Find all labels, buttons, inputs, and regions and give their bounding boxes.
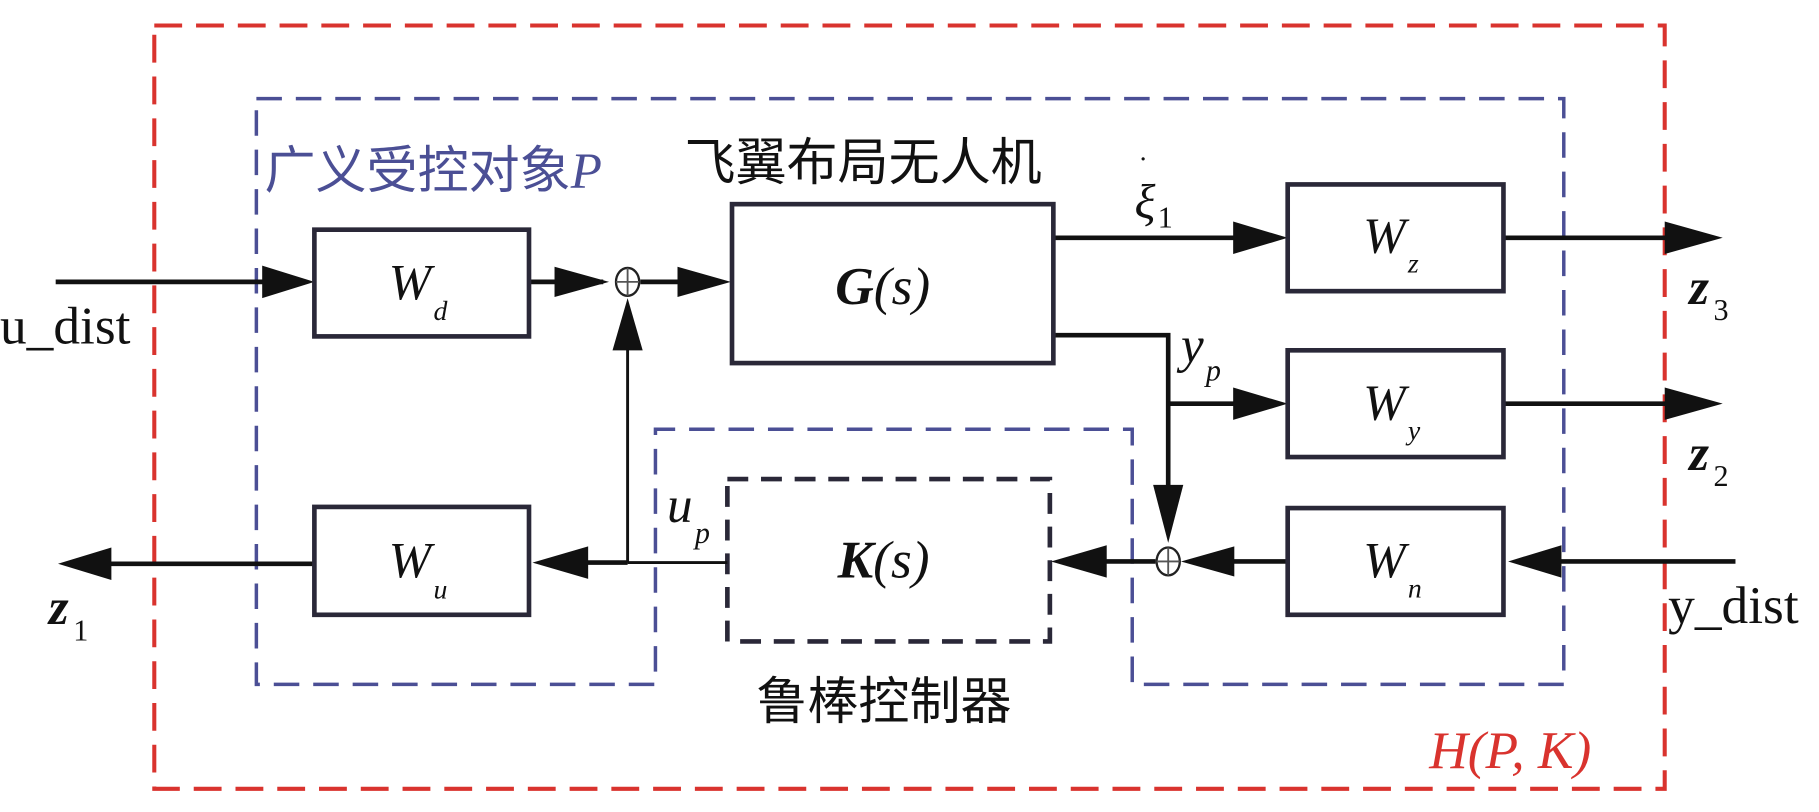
wy-label: W [1363, 376, 1410, 432]
k-label: K [837, 530, 877, 590]
svg-text:Wy: Wy [1363, 376, 1421, 447]
arrow-z3 [1664, 221, 1723, 255]
svg-text:z1: z1 [47, 580, 89, 647]
arrow-into-wz [1233, 221, 1288, 255]
block-k[interactable]: K(s) [837, 530, 930, 590]
svg-text:Wz: Wz [1363, 209, 1419, 280]
block-wy[interactable]: Wy [1285, 347, 1506, 460]
wd-label: W [389, 255, 436, 311]
measurement-sum [1155, 546, 1181, 577]
yp-subscript: p [1204, 353, 1221, 387]
up-label: u [667, 478, 693, 534]
z3-label: z [1687, 260, 1709, 316]
arrow-into-wu [532, 546, 589, 579]
wu-subscript: u [433, 575, 447, 606]
xi1-subscript: 1 [1158, 200, 1173, 234]
u-dist-label: u_dist [0, 295, 131, 355]
svg-text:ξ1: ξ1 [1135, 175, 1173, 234]
closed-loop-label: H(P, K) [1428, 720, 1591, 780]
svg-text:Wu: Wu [389, 534, 448, 606]
arrow-into-meas-sum [1180, 546, 1235, 577]
g-argument: (s) [874, 256, 930, 316]
up-subscript: p [693, 516, 710, 550]
k-argument: (s) [873, 530, 929, 590]
block-wd[interactable]: Wd [312, 227, 532, 339]
plant-symbol: P [570, 144, 602, 200]
block-wu[interactable]: Wu [312, 504, 532, 618]
arrow-z2 [1664, 387, 1723, 420]
uav-title: 飞翼布局无人机 [684, 134, 1041, 193]
svg-text:K(s): K(s) [837, 530, 930, 590]
svg-text:广义受控对象P: 广义受控对象P [264, 142, 601, 201]
wz-subscript: z [1407, 249, 1419, 280]
controller-boundary [725, 476, 1053, 644]
g-label: G [835, 256, 874, 316]
svg-text:z2: z2 [1687, 426, 1729, 493]
wu-label: W [389, 534, 436, 590]
generalized-plant-boundary [254, 96, 1566, 687]
wire-g-to-yp [1053, 332, 1171, 511]
z1-subscript: 1 [73, 613, 88, 647]
xi1-label: ξ [1135, 175, 1156, 229]
input-sum [614, 266, 641, 297]
wn-label: W [1363, 534, 1410, 590]
z1-label: z [47, 580, 69, 636]
xi1-dot: · [1139, 144, 1146, 175]
wz-label: W [1363, 209, 1410, 265]
block-g[interactable]: G(s) [729, 201, 1056, 366]
z2-label: z [1687, 426, 1709, 482]
svg-text:Wn: Wn [1363, 534, 1422, 605]
y-dist-label: y_dist [1668, 575, 1799, 635]
arrow-up-into-sum [612, 298, 643, 351]
block-wn[interactable]: Wn [1285, 505, 1506, 618]
wy-subscript: y [1405, 416, 1421, 447]
wn-subscript: n [1408, 573, 1422, 604]
arrow-into-wd [262, 265, 315, 299]
controller-title: 鲁棒控制器 [756, 673, 1011, 732]
yp-label: y [1176, 318, 1204, 374]
arrow-into-k [1051, 545, 1107, 578]
arrow-into-wn [1508, 545, 1562, 578]
arrow-into-g [677, 266, 731, 297]
z3-subscript: 3 [1714, 293, 1729, 327]
svg-text:G(s): G(s) [835, 256, 930, 316]
arrow-into-input-sum [554, 266, 610, 297]
svg-text:up: up [667, 478, 710, 550]
svg-text:yp: yp [1176, 318, 1221, 388]
plant-title: 广义受控对象 [264, 142, 570, 201]
svg-text:Wd: Wd [389, 255, 448, 327]
arrow-z1 [58, 547, 112, 580]
arrow-into-wy [1233, 387, 1288, 420]
z2-subscript: 2 [1714, 459, 1729, 493]
arrow-down-into-meas-sum [1153, 484, 1184, 543]
svg-text:z3: z3 [1687, 260, 1729, 327]
wd-subscript: d [433, 296, 447, 327]
block-wz[interactable]: Wz [1285, 182, 1506, 294]
